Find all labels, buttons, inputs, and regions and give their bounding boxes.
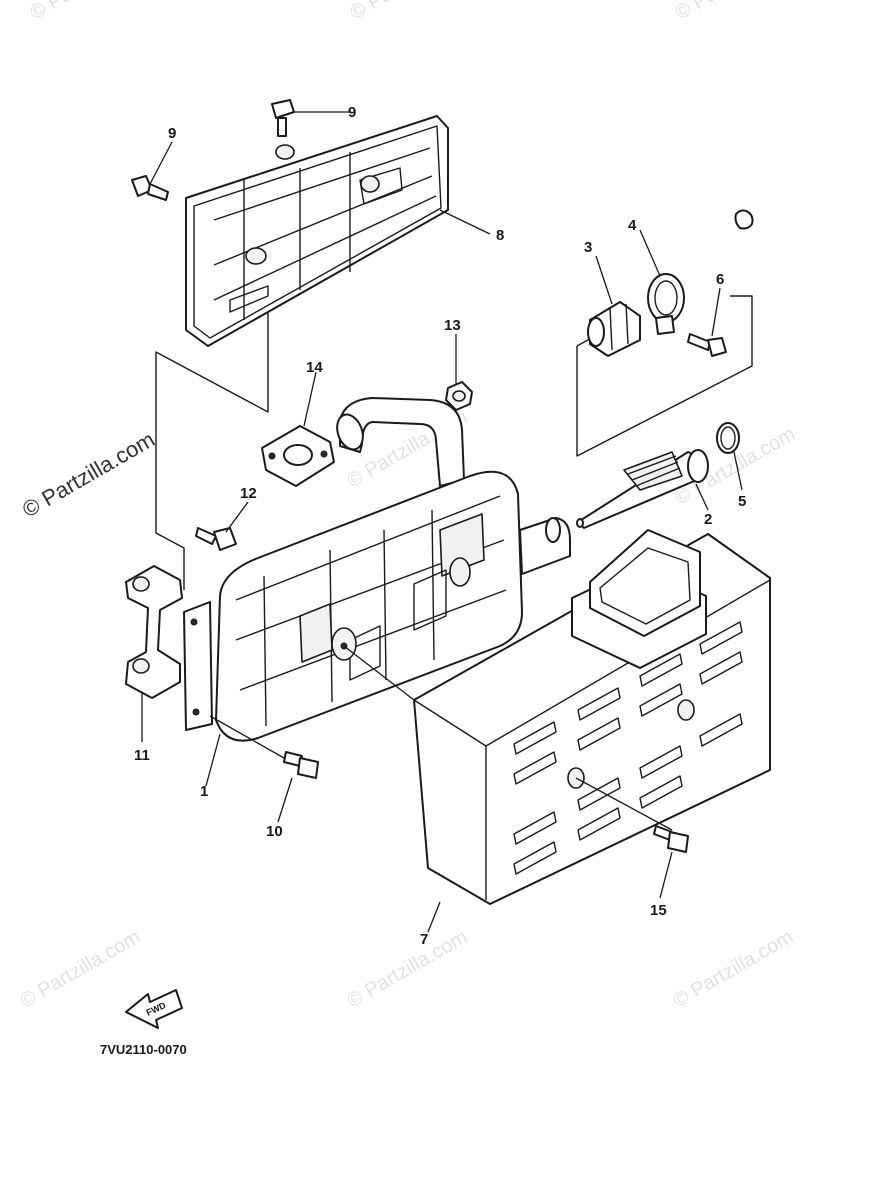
fwd-arrow-icon: FWD — [125, 989, 183, 1029]
callout-11: 11 — [134, 747, 150, 764]
watermark-top-right: © Partzilla.com — [672, 0, 800, 24]
bolt-part-9-top[interactable] — [271, 99, 295, 137]
bolt-part-10[interactable] — [283, 751, 319, 779]
bolt-part-6[interactable] — [687, 333, 727, 357]
callout-8: 8 — [496, 227, 504, 244]
callout-5: 5 — [738, 493, 746, 510]
callout-12: 12 — [240, 485, 257, 502]
watermark-bottom-center: © Partzilla.com — [344, 926, 472, 1012]
callout-3: 3 — [584, 239, 592, 256]
callout-2: 2 — [704, 511, 712, 528]
watermark-side-left: © Partzilla.com — [18, 427, 159, 523]
callout-6: 6 — [716, 271, 724, 288]
collar-part-3[interactable] — [587, 301, 641, 357]
bolt-part-12[interactable] — [195, 527, 237, 551]
watermark-top-center: © Partzilla.com — [347, 0, 475, 24]
frame-right — [576, 295, 753, 457]
callout-15: 15 — [650, 902, 667, 919]
heat-shield-part-8[interactable] — [185, 115, 449, 347]
muffler-cover-part-7[interactable] — [413, 529, 771, 905]
callout-1: 1 — [200, 783, 208, 800]
bolt-part-9-left[interactable] — [131, 175, 169, 201]
diagram-code: 7VU2110-0070 — [100, 1042, 187, 1057]
nut-part-13[interactable] — [445, 381, 473, 411]
callout-4: 4 — [628, 217, 637, 234]
callout-9-left: 9 — [168, 125, 176, 142]
gasket-ring-part-5[interactable] — [716, 422, 740, 454]
watermark-top-left: © Partzilla.com — [27, 0, 155, 24]
callout-9-top: 9 — [348, 104, 356, 121]
spark-arrester-part-2[interactable] — [576, 449, 709, 529]
clamp-part-4[interactable] — [647, 273, 685, 335]
bracket-part-11[interactable] — [125, 565, 183, 699]
callout-numbers: 1 2 3 4 5 6 7 8 9 9 10 11 12 13 14 15 — [134, 104, 746, 948]
watermark-bottom-left: © Partzilla.com — [17, 926, 145, 1012]
muffler-part-1[interactable] — [183, 397, 571, 742]
callout-7: 7 — [420, 931, 428, 948]
hand-icon — [734, 209, 754, 230]
bolt-part-15[interactable] — [653, 825, 689, 853]
watermark-bottom-right: © Partzilla.com — [670, 926, 798, 1012]
callout-lines — [141, 111, 743, 933]
gasket-part-14[interactable] — [261, 425, 335, 487]
callout-10: 10 — [266, 823, 283, 840]
frame-left — [155, 262, 269, 590]
callout-13: 13 — [444, 317, 461, 334]
callout-14: 14 — [306, 359, 323, 376]
cover-vent-slots — [513, 621, 743, 875]
